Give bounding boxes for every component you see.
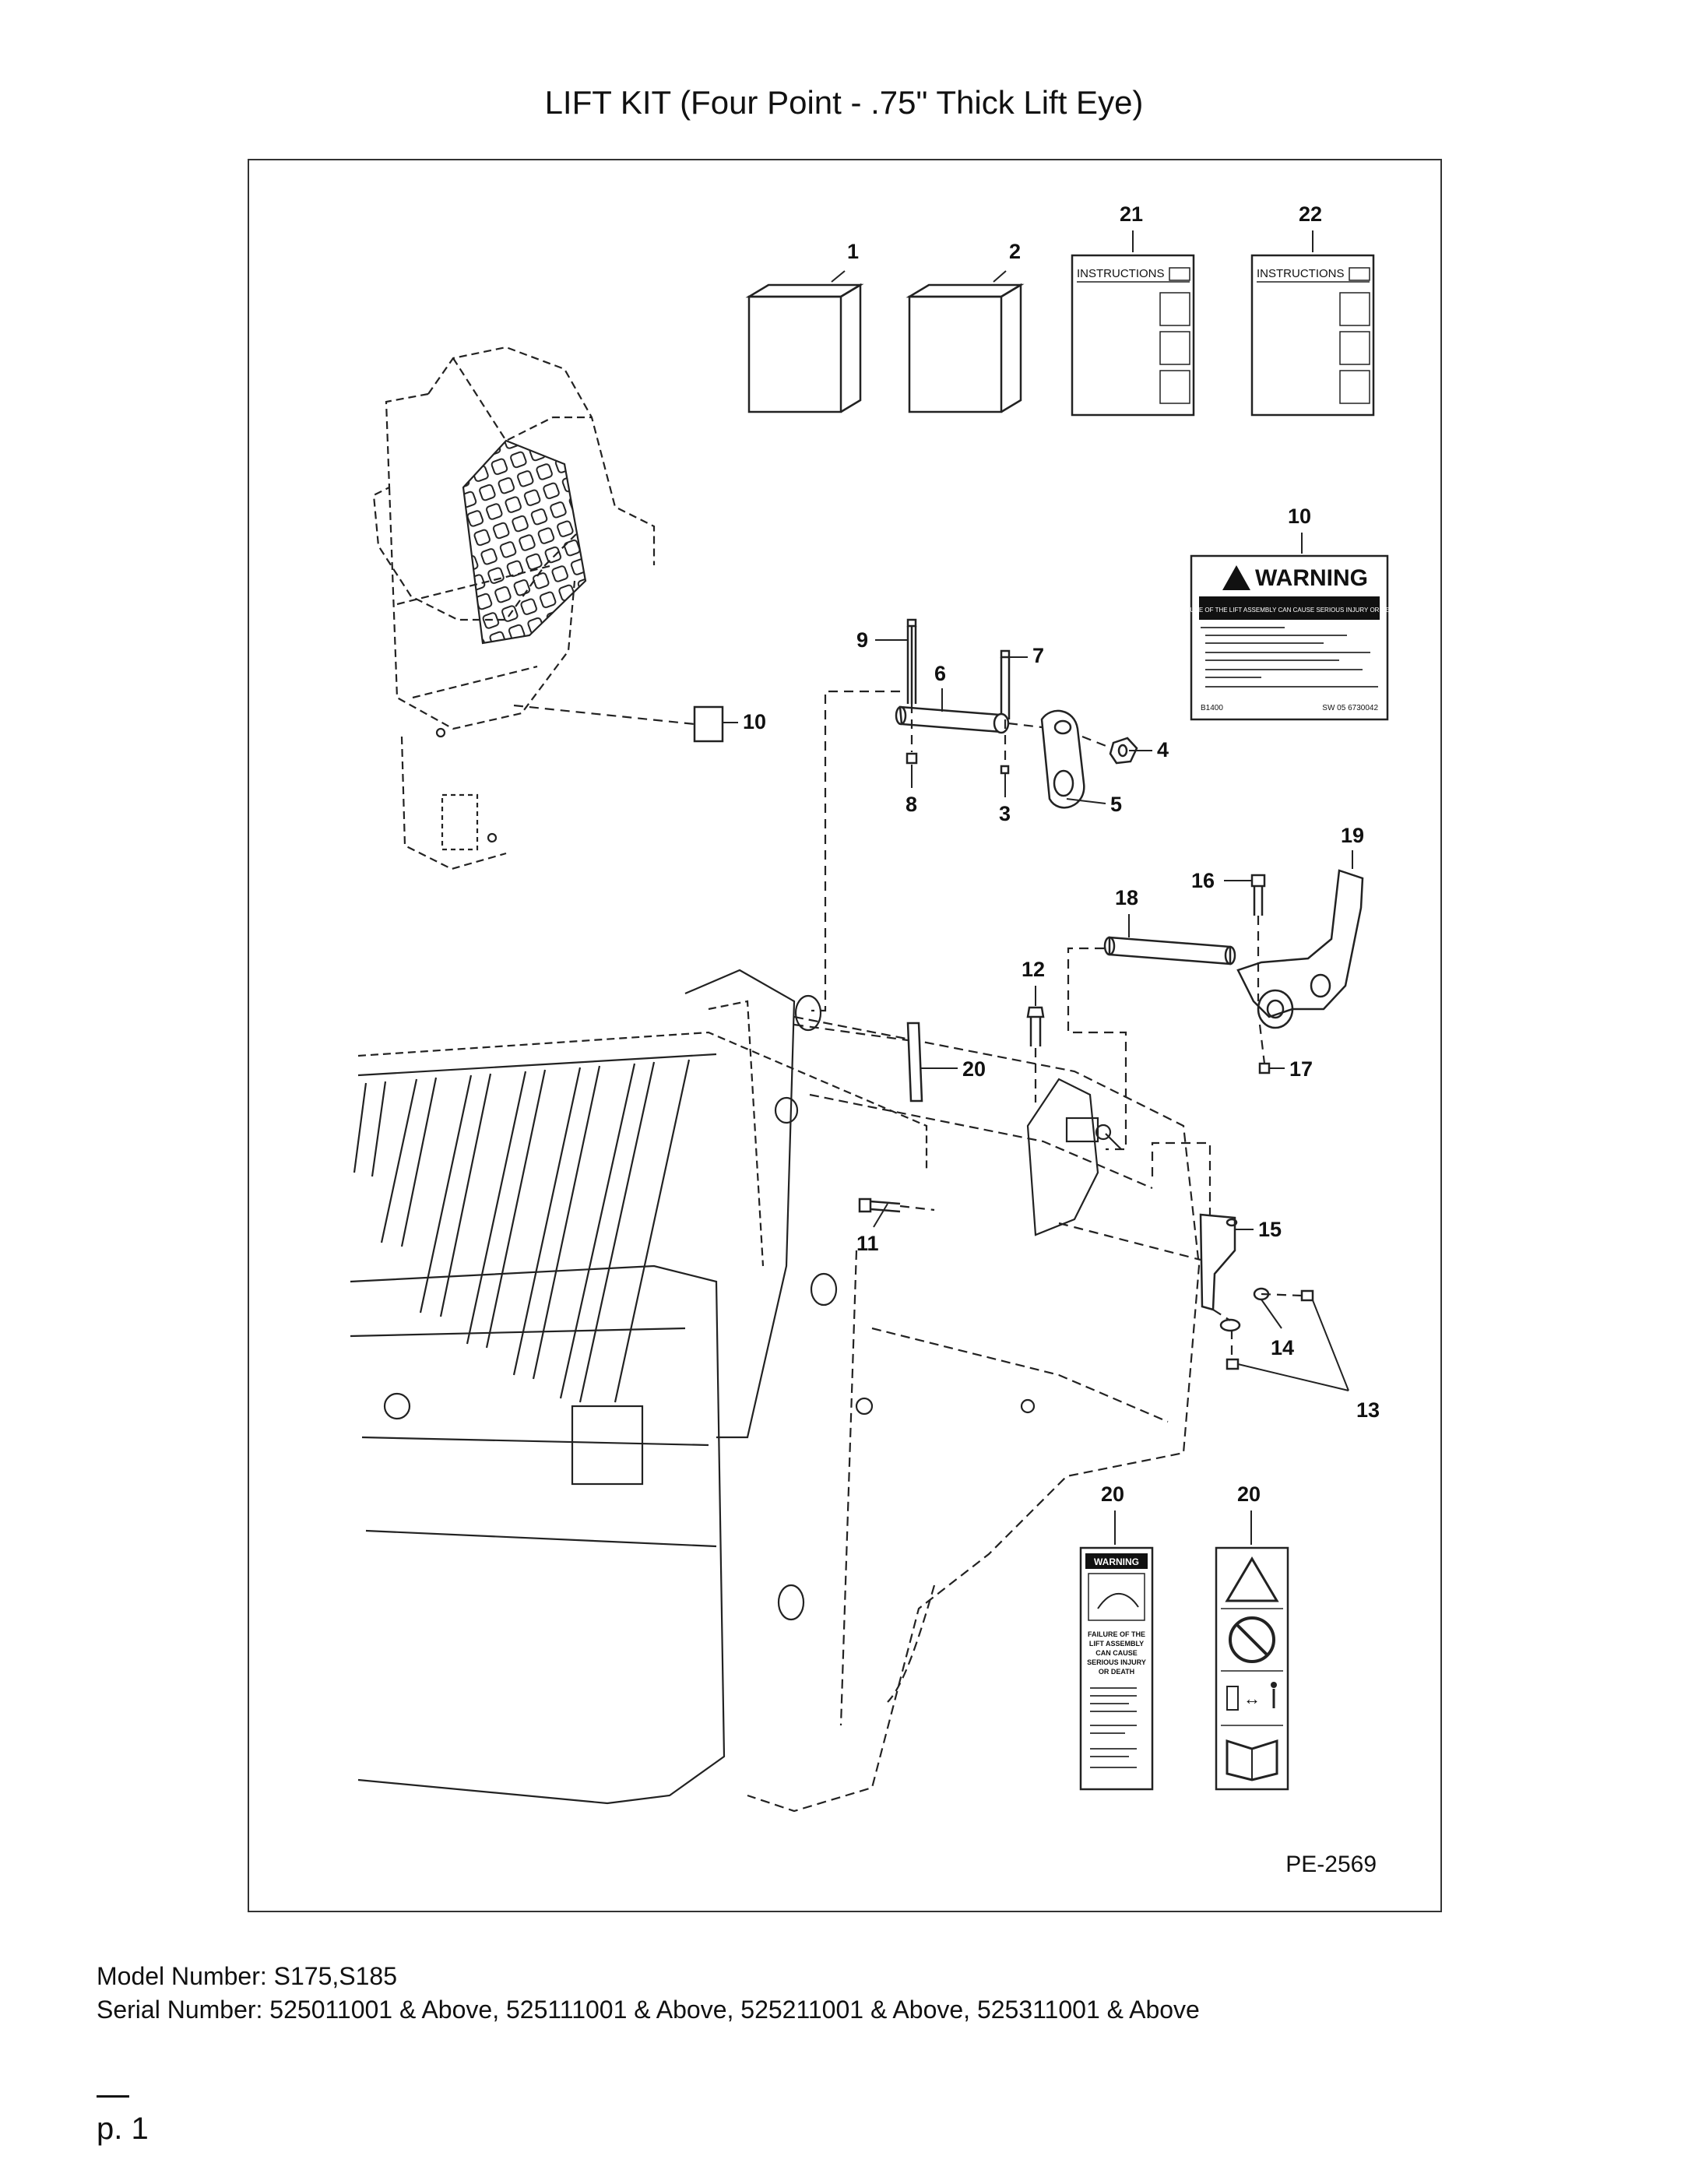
bracket-15-group xyxy=(1199,1213,1314,1370)
callout-19: 19 xyxy=(1341,824,1364,847)
pictorial-decal-20: ↔ xyxy=(1215,1546,1289,1791)
instruction-sheet-label: INSTRUCTIONS xyxy=(1257,267,1345,280)
callout-3: 3 xyxy=(999,802,1011,825)
callout-17: 17 xyxy=(1289,1057,1313,1081)
model-number: Model Number: S175,S185 xyxy=(97,1962,397,1990)
callout-22: 22 xyxy=(1299,202,1322,226)
callout-2: 2 xyxy=(1009,240,1021,263)
part-boxes xyxy=(745,283,1025,413)
callout-15: 15 xyxy=(1258,1218,1282,1241)
tall-decal-line: SERIOUS INJURY xyxy=(1087,1658,1146,1666)
tall-decal-line: OR DEATH xyxy=(1099,1668,1134,1676)
callout-7: 7 xyxy=(1032,644,1044,667)
callout-4: 4 xyxy=(1157,738,1169,761)
warning-triangle-icon xyxy=(1222,565,1250,590)
callout-20-right: 20 xyxy=(1237,1482,1261,1506)
callout-10-small: 10 xyxy=(743,710,766,733)
callout-13: 13 xyxy=(1356,1398,1380,1422)
instruction-sheet-label: INSTRUCTIONS xyxy=(1077,267,1165,280)
callout-16: 16 xyxy=(1191,869,1215,892)
callout-8: 8 xyxy=(906,793,917,816)
callout-1: 1 xyxy=(847,240,859,263)
callout-5: 5 xyxy=(1110,793,1122,816)
callout-9: 9 xyxy=(856,628,868,652)
diagram-canvas: INSTRUCTIONS INSTRUCTIONS WARNING FAILUR… xyxy=(350,202,1402,1877)
page-title: LIFT KIT (Four Point - .75" Thick Lift E… xyxy=(544,84,1144,121)
callout-21: 21 xyxy=(1120,202,1143,226)
bolt-11 xyxy=(858,1198,901,1213)
tall-decal-line: CAN CAUSE xyxy=(1095,1649,1138,1657)
tall-decal-line: FAILURE OF THE xyxy=(1088,1630,1145,1638)
tall-decal-heading: WARNING xyxy=(1094,1556,1139,1567)
warning-decal-footer-left: B1400 xyxy=(1201,704,1223,712)
warning-decal-10: WARNING FAILURE OF THE LIFT ASSEMBLY CAN… xyxy=(1177,554,1402,721)
exploded-parts-diagram: INSTRUCTIONS INSTRUCTIONS WARNING FAILUR… xyxy=(248,159,1442,1912)
warning-decal-heading: WARNING xyxy=(1255,565,1368,591)
callout-12: 12 xyxy=(1022,958,1045,981)
loader-frame-illustration xyxy=(350,969,1201,1813)
instruction-sheet-22: INSTRUCTIONS xyxy=(1250,254,1375,417)
callout-18: 18 xyxy=(1115,886,1138,909)
safe-distance-arrow-icon: ↔ xyxy=(1243,1689,1261,1708)
warning-decal-subheading: FAILURE OF THE LIFT ASSEMBLY CAN CAUSE S… xyxy=(1177,607,1402,614)
prohibition-icon xyxy=(1229,1616,1275,1663)
frame-decal-20 xyxy=(906,1022,923,1103)
callout-11: 11 xyxy=(856,1232,879,1255)
callout-10: 10 xyxy=(1288,505,1311,528)
drawing-number: PE-2569 xyxy=(1285,1852,1377,1877)
tall-decal-line: LIFT ASSEMBLY xyxy=(1089,1640,1144,1648)
cab-illustration xyxy=(372,346,656,870)
pin-and-bolts-group xyxy=(895,618,1011,775)
page-rule xyxy=(97,2095,129,2098)
callout-6: 6 xyxy=(934,662,946,685)
rear-lift-bracket-group xyxy=(1103,869,1364,1074)
small-decal-10 xyxy=(693,705,724,743)
tall-warning-decal-20: WARNING FAILURE OF THE LIFT ASSEMBLY CAN… xyxy=(1079,1546,1154,1791)
page-number: p. 1 xyxy=(97,2112,149,2146)
bolt-12 xyxy=(1026,1006,1045,1046)
instruction-sheet-21: INSTRUCTIONS xyxy=(1071,254,1195,417)
callout-20-frame: 20 xyxy=(962,1057,986,1081)
lift-eye-group xyxy=(1040,709,1138,809)
callout-14: 14 xyxy=(1271,1336,1294,1359)
hazard-triangle-icon xyxy=(1225,1556,1279,1602)
warning-decal-footer-right: SW 05 6730042 xyxy=(1322,704,1378,712)
assembly-lines xyxy=(513,690,1303,1359)
serial-number: Serial Number: 525011001 & Above, 525111… xyxy=(97,1996,1200,2024)
callout-numbers: 1 2 21 22 10 9 7 6 10 4 8 3 5 19 16 18 1… xyxy=(743,202,1380,1506)
callout-20-left: 20 xyxy=(1101,1482,1124,1506)
leader-lines xyxy=(723,230,1353,1545)
